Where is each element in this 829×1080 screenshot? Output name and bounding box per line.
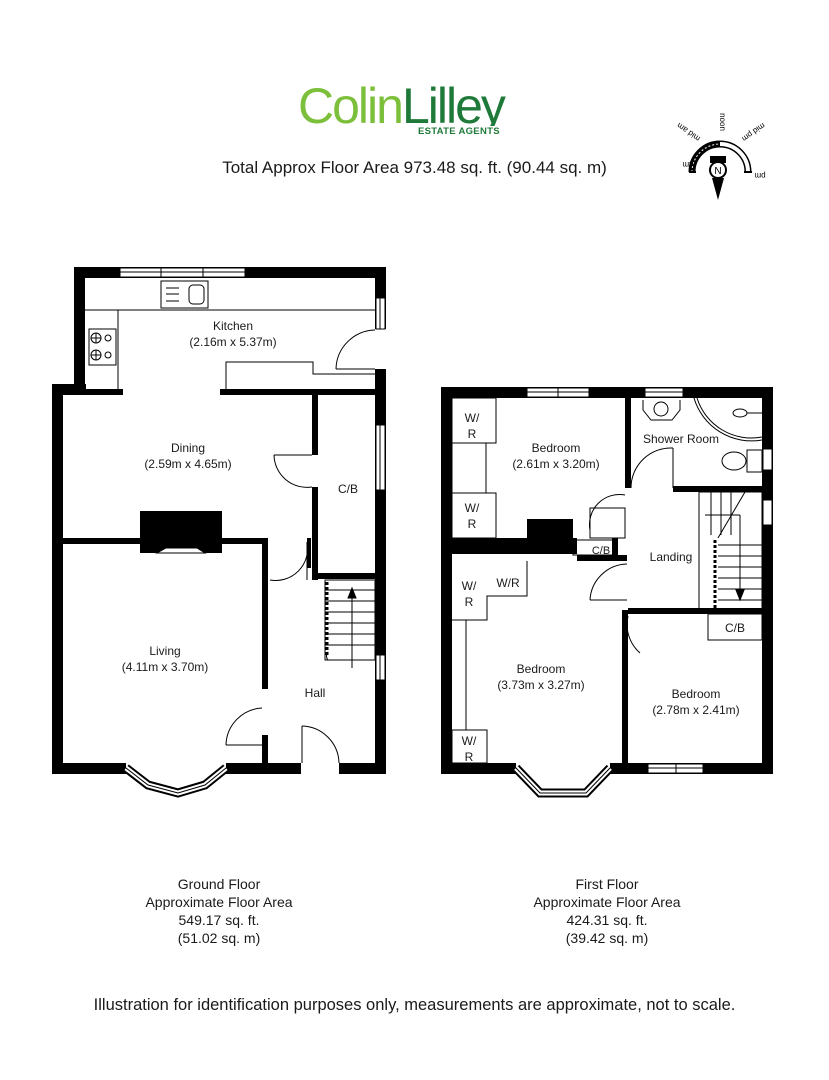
room-name: Living (149, 644, 181, 658)
room-dimensions: (4.11m x 3.70m) (121, 660, 209, 674)
wardrobe-label-line2: R (467, 427, 477, 441)
compass-sunpath-icon: N am mid am noon mid pm pm (675, 113, 767, 200)
room-label-bedroom-2: Bedroom (3.73m x 3.27m) (497, 661, 584, 693)
room-label-bedroom-1: Bedroom (2.61m x 3.20m) (512, 440, 599, 472)
compass-north-label: N (714, 166, 721, 177)
wardrobe-label-line1: W/ (464, 411, 480, 425)
room-name: Dining (170, 441, 206, 455)
logo-colin: Colin (298, 78, 404, 134)
wardrobe-label-line2: R (464, 595, 474, 609)
wardrobe-label-line2: R (467, 517, 477, 531)
room-label-living: Living (4.11m x 3.70m) (122, 643, 208, 675)
agency-logo: ColinLilley ESTATE AGENTS (298, 78, 538, 140)
room-name: Bedroom (516, 662, 566, 676)
room-label-dining: Dining (2.59m x 4.65m) (144, 440, 231, 472)
caption-subtitle: Approximate Floor Area (145, 894, 293, 910)
disclaimer-text: Illustration for identification purposes… (93, 996, 736, 1014)
room-name: Shower Room (642, 432, 720, 446)
compass-am-label: am (682, 160, 693, 169)
first-floor-fixtures (451, 387, 773, 798)
ground-floor-fixtures (85, 267, 386, 798)
room-label-cb: C/B (338, 481, 358, 497)
total-floor-area: Total Approx Floor Area 973.48 sq. ft. (… (222, 158, 607, 177)
room-name: Landing (649, 550, 693, 564)
room-label-landing: Landing (650, 549, 693, 565)
wardrobe-label: W/R (496, 576, 520, 590)
wardrobe-label-line1: W/ (461, 734, 477, 748)
caption-sqm: (51.02 sq. m) (177, 930, 261, 946)
room-dimensions: (2.59m x 4.65m) (144, 457, 232, 471)
wardrobe-label-line1: W/ (464, 501, 480, 515)
first-floor-caption: First Floor Approximate Floor Area 424.3… (533, 875, 680, 947)
label-wardrobe-bottom: W/ R (462, 733, 477, 765)
room-label-kitchen: Kitchen (2.16m x 5.37m) (189, 318, 276, 350)
room-label-bedroom-3: Bedroom (2.78m x 2.41m) (652, 686, 739, 718)
logo-tagline: ESTATE AGENTS (416, 126, 502, 137)
room-dimensions: (3.73m x 3.27m) (497, 678, 585, 692)
label-wardrobe-inline: W/R (496, 575, 519, 591)
caption-sqm: (39.42 sq. m) (565, 930, 649, 946)
caption-subtitle: Approximate Floor Area (533, 894, 681, 910)
label-wardrobe-mid: W/ R (465, 500, 480, 532)
compass-noon-label: noon (718, 113, 727, 131)
ground-floor-caption: Ground Floor Approximate Floor Area 549.… (145, 875, 292, 947)
wardrobe-label-line2: R (464, 750, 474, 764)
room-name: Bedroom (531, 441, 581, 455)
caption-title: Ground Floor (177, 876, 261, 892)
logo-lilley: Lilley (401, 78, 506, 134)
room-dimensions: (2.78m x 2.41m) (652, 703, 740, 717)
cupboard-label: C/B (591, 545, 611, 557)
caption-sqft: 549.17 sq. ft. (178, 912, 260, 928)
caption-sqft: 424.31 sq. ft. (566, 912, 648, 928)
room-label-shower-room: Shower Room (643, 431, 719, 447)
room-dimensions: (2.16m x 5.37m) (189, 335, 277, 349)
label-cupboard-lower: C/B (725, 620, 745, 636)
label-wardrobe-left: W/ R (462, 578, 477, 610)
compass-pm-label: pm (754, 171, 765, 180)
room-name: Kitchen (212, 319, 254, 333)
room-name: Hall (304, 686, 326, 700)
wardrobe-label-line1: W/ (461, 579, 477, 593)
logo-wordmark: ColinLilley (298, 76, 506, 136)
room-name: C/B (337, 482, 359, 496)
cupboard-label: C/B (724, 621, 746, 635)
room-name: Bedroom (671, 687, 721, 701)
caption-title: First Floor (575, 876, 639, 892)
room-dimensions: (2.61m x 3.20m) (512, 457, 600, 471)
label-cupboard-upper: C/B (592, 543, 610, 559)
label-wardrobe-top: W/ R (465, 410, 480, 442)
room-label-hall: Hall (305, 685, 326, 701)
